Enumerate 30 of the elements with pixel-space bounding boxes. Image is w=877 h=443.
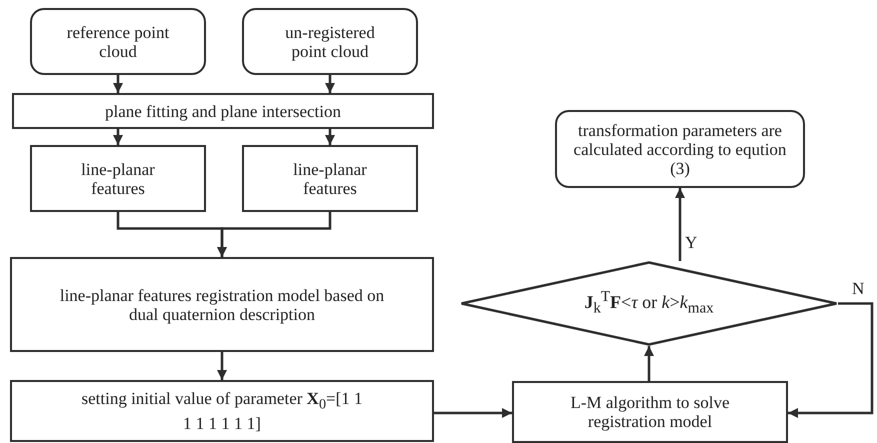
node-text: un-registered point cloud — [284, 22, 376, 60]
process-box — [10, 257, 434, 352]
process-box — [10, 380, 434, 442]
arrow — [325, 75, 335, 93]
node-text: plane fitting and plane intersection — [104, 102, 342, 120]
process-box — [242, 145, 418, 212]
node-text: line-planar features — [80, 160, 156, 198]
arrow — [675, 188, 685, 261]
arrow — [644, 346, 654, 381]
arrow — [325, 129, 335, 145]
node-text: transformation parameters are calculated according to eqution (3) — [572, 120, 788, 178]
arrow — [217, 352, 227, 380]
arrow — [434, 408, 512, 418]
process-box — [512, 381, 788, 443]
process-box — [30, 145, 206, 212]
node-text: reference point cloud — [66, 22, 170, 60]
node-text: L-M algorithm to solve registration model — [569, 393, 731, 431]
node-text: line-planar features — [292, 160, 368, 198]
node-text: line-planar features registration model based on dual quaternion description — [58, 286, 386, 324]
arrow — [217, 212, 332, 257]
arrow — [113, 129, 123, 145]
process-box — [12, 93, 434, 129]
condition-text: J$_{k}$$^{T}$F<τ or k>k$_{max}$ — [583, 288, 715, 319]
start-box — [242, 8, 418, 75]
node-text: setting initial value of parameter X$_{0}$=[1 1 1 1 1 1 1 1] — [80, 388, 364, 434]
arrow — [113, 75, 123, 93]
end-box — [555, 110, 805, 188]
decision-diamond — [460, 261, 838, 346]
start-box — [30, 8, 206, 75]
arrow — [788, 302, 874, 418]
